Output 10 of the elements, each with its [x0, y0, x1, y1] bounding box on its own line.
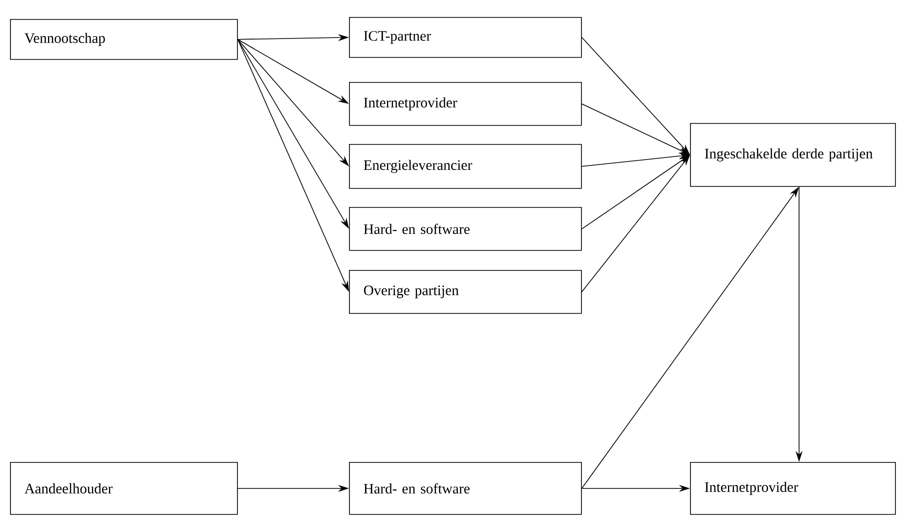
process-box: Energieleverancier	[349, 144, 582, 189]
process-box: Ingeschakelde derde partijen	[690, 123, 896, 187]
process-box: Internetprovider	[349, 82, 582, 126]
process-box: Internetprovider	[690, 462, 896, 515]
process-box: Overige partijen	[349, 270, 582, 314]
process-box: Hard- en software	[349, 206, 582, 251]
process-box: Vennootschap	[10, 19, 238, 60]
process-box: Hard- en software	[349, 462, 582, 515]
process-box: Aandeelhouder	[10, 462, 238, 515]
process-box: ICT-partner	[349, 17, 582, 58]
